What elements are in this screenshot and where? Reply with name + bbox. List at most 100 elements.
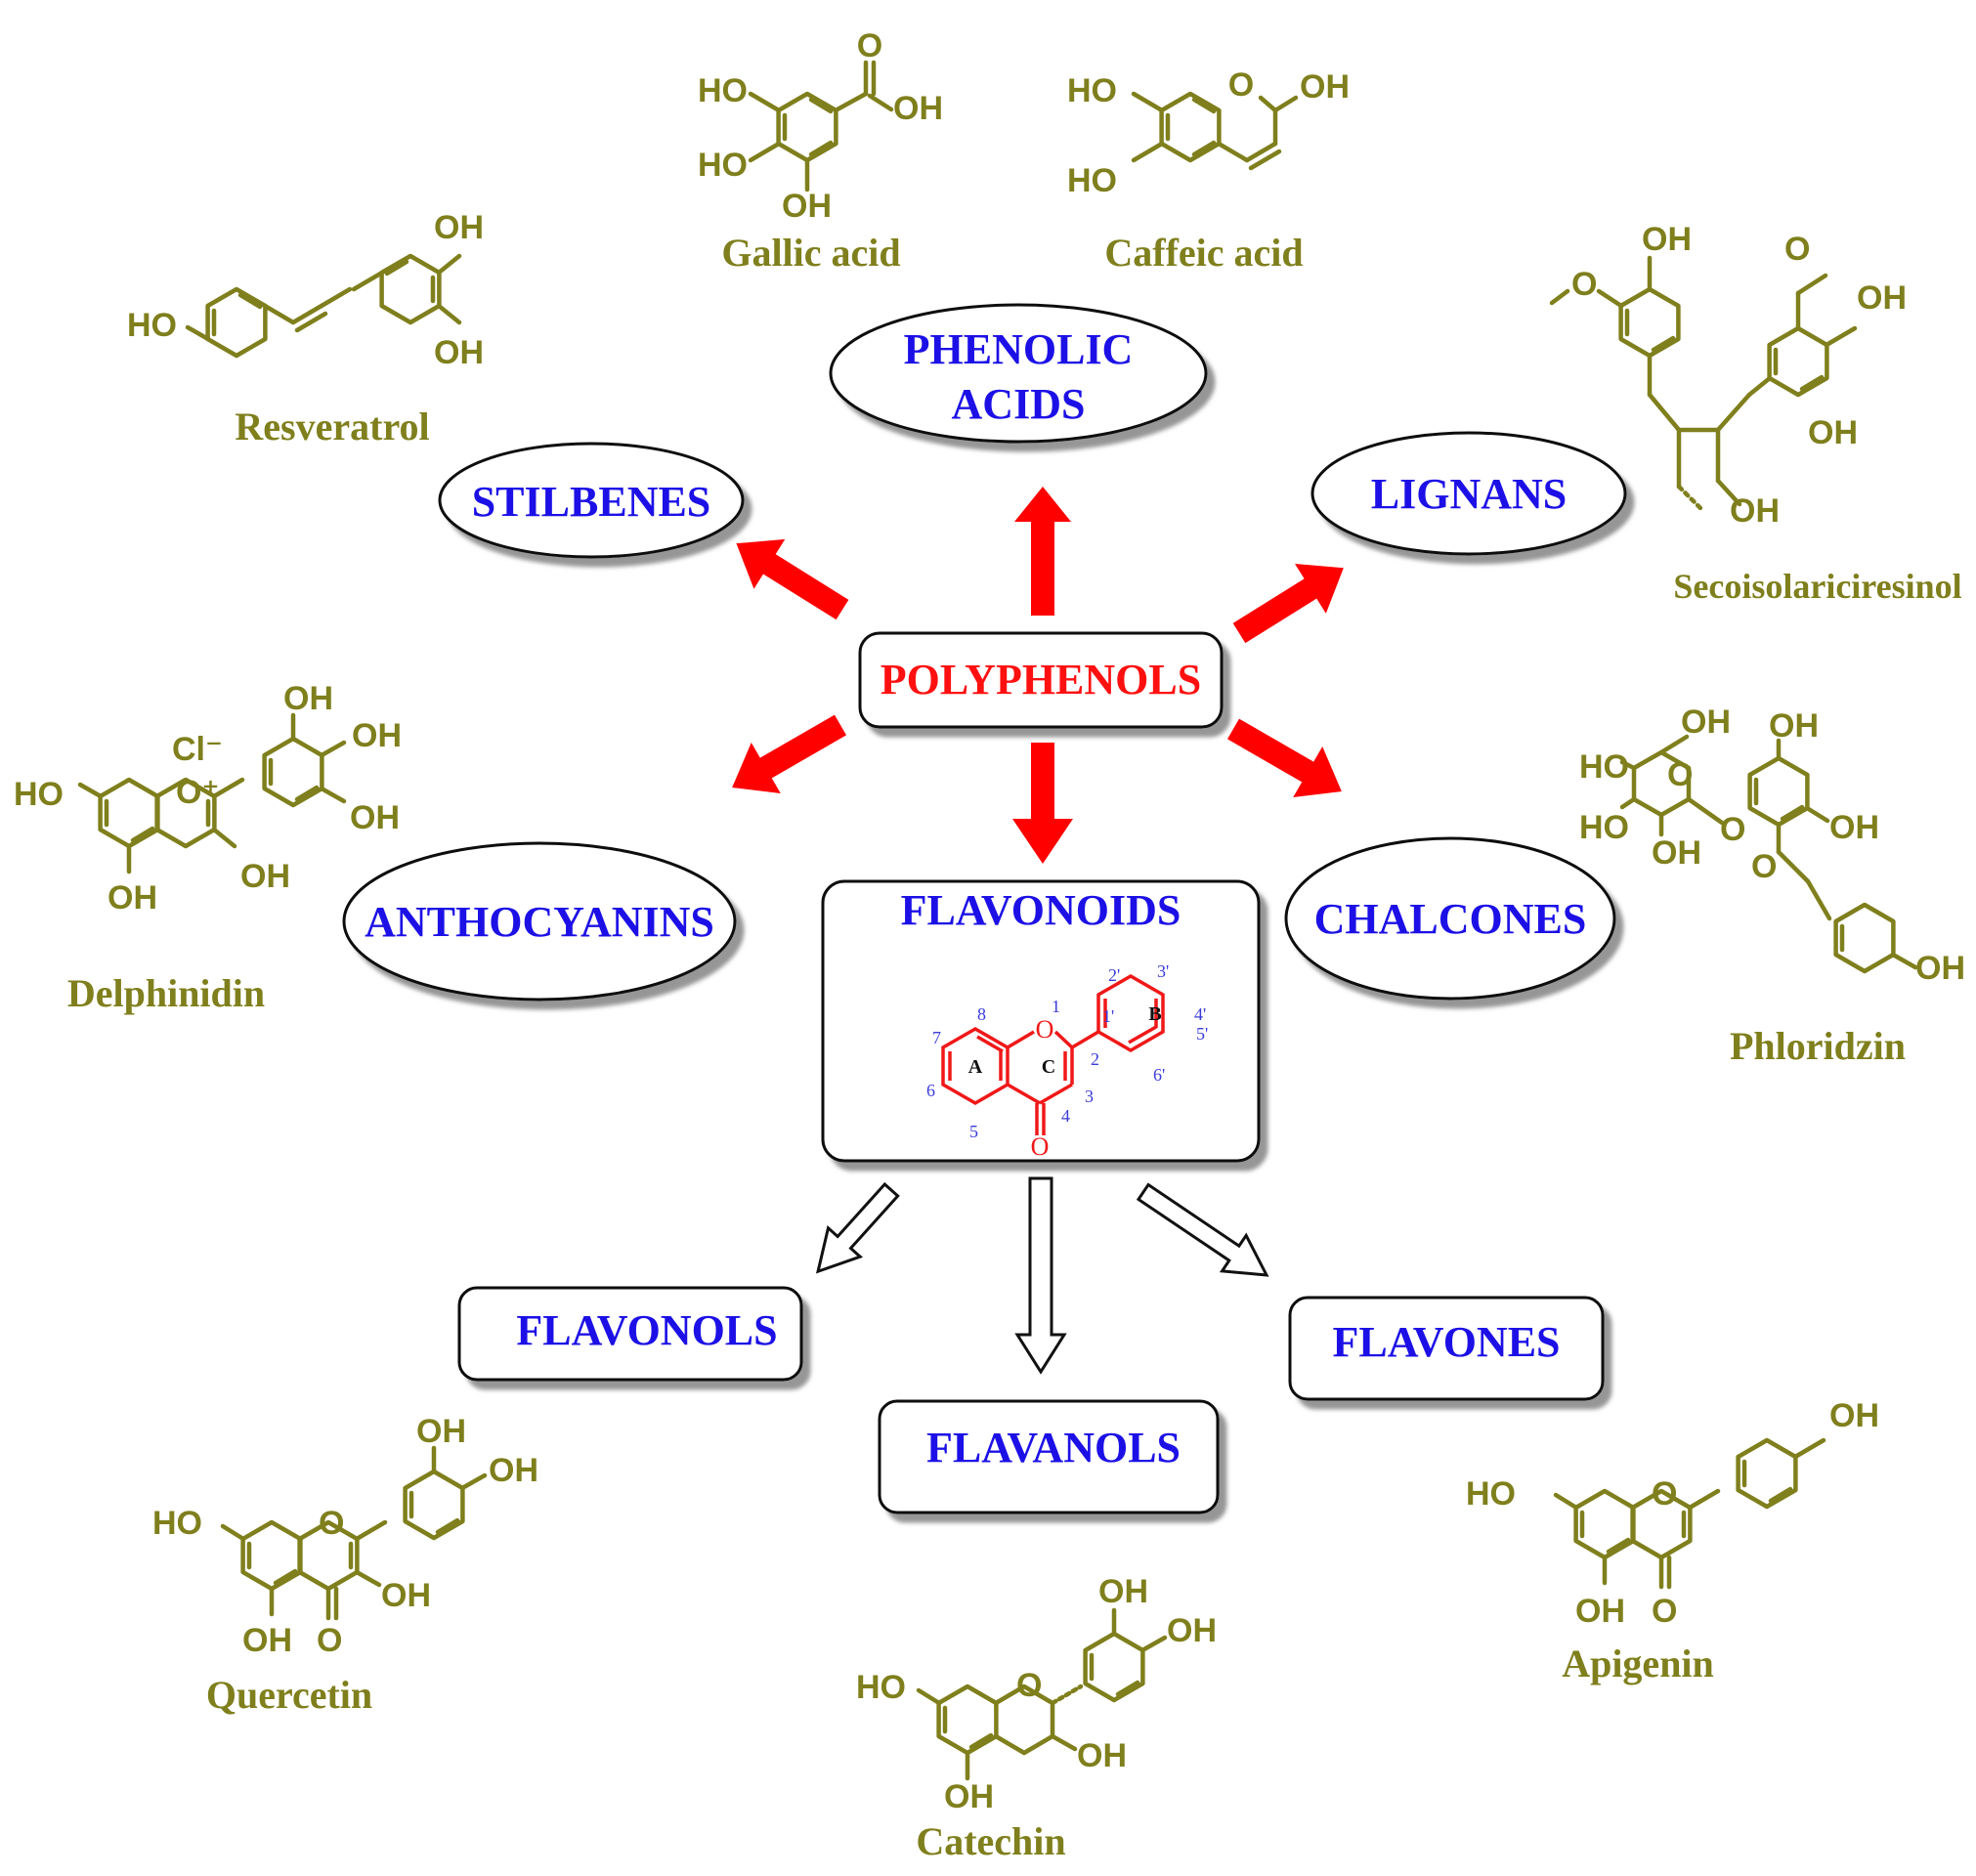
gallic-acid-structure: O OH HO HO OH <box>698 27 943 225</box>
delphinidin-structure: HO Cl⁻ O⁺ OH OH OH OH OH <box>14 680 402 917</box>
quercetin-name: Quercetin <box>206 1673 372 1717</box>
gallic-ho-1: HO <box>698 72 748 109</box>
carbonyl-oxygen: O <box>1031 1132 1050 1161</box>
seco-oh-3: OH <box>1808 414 1858 451</box>
catechin-oh-2: OH <box>1167 1612 1217 1649</box>
chalcones-node: CHALCONES <box>1284 836 1616 1001</box>
phloridzin-link-o: O <box>1720 811 1745 848</box>
catechin-oh-4: OH <box>944 1778 994 1815</box>
flavones-label: FLAVONES <box>1332 1318 1560 1366</box>
lignans-label: LIGNANS <box>1371 470 1568 518</box>
position-3: 3 <box>1085 1087 1094 1106</box>
secoisolariciresinol-name: Secoisolariciresinol <box>1673 567 1961 606</box>
flavonoids-label: FLAVONOIDS <box>901 886 1181 934</box>
arrow-to-stilbenes <box>736 538 849 620</box>
position-3-prime: 3' <box>1157 961 1169 981</box>
chalcones-label: CHALCONES <box>1314 895 1587 943</box>
delphinidin-name: Delphinidin <box>67 971 265 1015</box>
caffeic-acid-name: Caffeic acid <box>1104 231 1303 275</box>
phloridzin-oh-2: OH <box>1652 834 1701 872</box>
quercetin-oh-2: OH <box>489 1452 538 1489</box>
delphinidin-cl: Cl⁻ <box>172 731 223 768</box>
delphinidin-oh-5: OH <box>107 879 157 917</box>
gallic-ho-2: HO <box>698 147 748 184</box>
caffeic-acid-structure: O OH HO HO <box>1067 66 1350 199</box>
ring-c-label: C <box>1042 1056 1055 1078</box>
position-5: 5 <box>969 1122 978 1141</box>
catechin-oh-3: OH <box>1077 1737 1127 1774</box>
quercetin-oh-4: OH <box>242 1622 292 1659</box>
seco-o-2: O <box>1784 231 1810 268</box>
phloridzin-structure: HO HO OH OH O O OH OH O OH <box>1579 704 1965 987</box>
gallic-oh-acid: OH <box>893 90 943 127</box>
arrow-to-chalcones <box>1227 718 1342 797</box>
position-7: 7 <box>932 1028 941 1047</box>
lignans-node: LIGNANS <box>1310 431 1627 556</box>
position-1: 1 <box>1052 997 1060 1016</box>
phloridzin-carbonyl-o: O <box>1751 848 1777 885</box>
caffeic-ho-1: HO <box>1067 72 1117 109</box>
resveratrol-oh-1: OH <box>434 209 484 246</box>
gallic-acid-name: Gallic acid <box>721 231 900 275</box>
arrow-to-flavonols <box>815 1181 900 1274</box>
apigenin-structure: HO O OH OH O <box>1466 1397 1879 1630</box>
phenolic-acids-label-line1: PHENOLIC <box>904 325 1134 373</box>
quercetin-carbonyl-o: O <box>317 1622 342 1659</box>
caffeic-o: O <box>1228 66 1254 104</box>
resveratrol-oh-2: OH <box>434 334 484 371</box>
arrow-to-lignans <box>1232 563 1344 644</box>
phloridzin-oh-1: OH <box>1681 704 1731 741</box>
phloridzin-name: Phloridzin <box>1730 1024 1906 1068</box>
quercetin-structure: HO O OH OH OH OH O <box>152 1413 538 1659</box>
quercetin-ring-o: O <box>319 1505 344 1542</box>
stilbenes-label: STILBENES <box>472 478 711 526</box>
arrow-to-anthocyanins <box>732 714 846 793</box>
resveratrol-ho: HO <box>127 307 177 344</box>
seco-oh-1: OH <box>1642 221 1692 258</box>
phloridzin-ho-2: HO <box>1579 809 1629 846</box>
catechin-name: Catechin <box>916 1819 1065 1863</box>
quercetin-oh-1: OH <box>416 1413 466 1450</box>
apigenin-oh-1: OH <box>1829 1397 1879 1434</box>
position-8: 8 <box>977 1004 986 1024</box>
delphinidin-ho: HO <box>14 776 64 813</box>
delphinidin-oh-2: OH <box>352 717 402 754</box>
flavonols-node: FLAVONOLS <box>457 1286 803 1382</box>
apigenin-carbonyl-o: O <box>1652 1593 1677 1630</box>
anthocyanins-label: ANTHOCYANINS <box>365 898 714 946</box>
seco-oh-4: OH <box>1730 492 1780 530</box>
delphinidin-oh-3: OH <box>350 799 400 836</box>
red-arrows <box>732 487 1344 864</box>
arrow-to-flavonoids <box>1012 743 1073 864</box>
delphinidin-o-plus: O⁺ <box>176 774 219 811</box>
apigenin-oh-2: OH <box>1575 1593 1625 1630</box>
arrow-to-flavones <box>1136 1182 1269 1277</box>
position-6-prime: 6' <box>1153 1065 1165 1085</box>
phloridzin-oh-3: OH <box>1769 707 1819 745</box>
phenolic-acids-label-line2: ACIDS <box>952 380 1086 428</box>
anthocyanins-node: ANTHOCYANINS <box>342 841 737 1002</box>
resveratrol-structure: HO OH OH <box>127 209 484 371</box>
flavanols-node: FLAVANOLS <box>878 1399 1220 1514</box>
catechin-ho: HO <box>856 1669 906 1706</box>
phloridzin-oh-5: OH <box>1915 950 1965 987</box>
arrow-to-flavanols <box>1014 1176 1067 1375</box>
position-1-prime: 1' <box>1102 1006 1114 1026</box>
flavonols-label: FLAVONOLS <box>516 1306 777 1354</box>
position-2-prime: 2' <box>1108 965 1120 985</box>
catechin-ring-o: O <box>1016 1667 1042 1704</box>
ring-c-oxygen: O <box>1036 1015 1054 1044</box>
apigenin-ho: HO <box>1466 1475 1516 1513</box>
phloridzin-oh-4: OH <box>1829 809 1879 846</box>
hollow-arrows <box>815 1176 1269 1375</box>
ring-a-label: A <box>968 1056 983 1078</box>
flavonoids-node: FLAVONOIDS O O A C <box>821 879 1261 1163</box>
polyphenols-node: POLYPHENOLS <box>858 631 1224 729</box>
flavanols-label: FLAVANOLS <box>926 1424 1181 1471</box>
ring-b-label: B <box>1148 1003 1161 1025</box>
secoisolariciresinol-structure: OH O O OH OH OH <box>1549 221 1907 530</box>
phloridzin-ho-1: HO <box>1579 748 1629 786</box>
resveratrol-name: Resveratrol <box>235 405 429 448</box>
catechin-oh-1: OH <box>1098 1573 1148 1610</box>
